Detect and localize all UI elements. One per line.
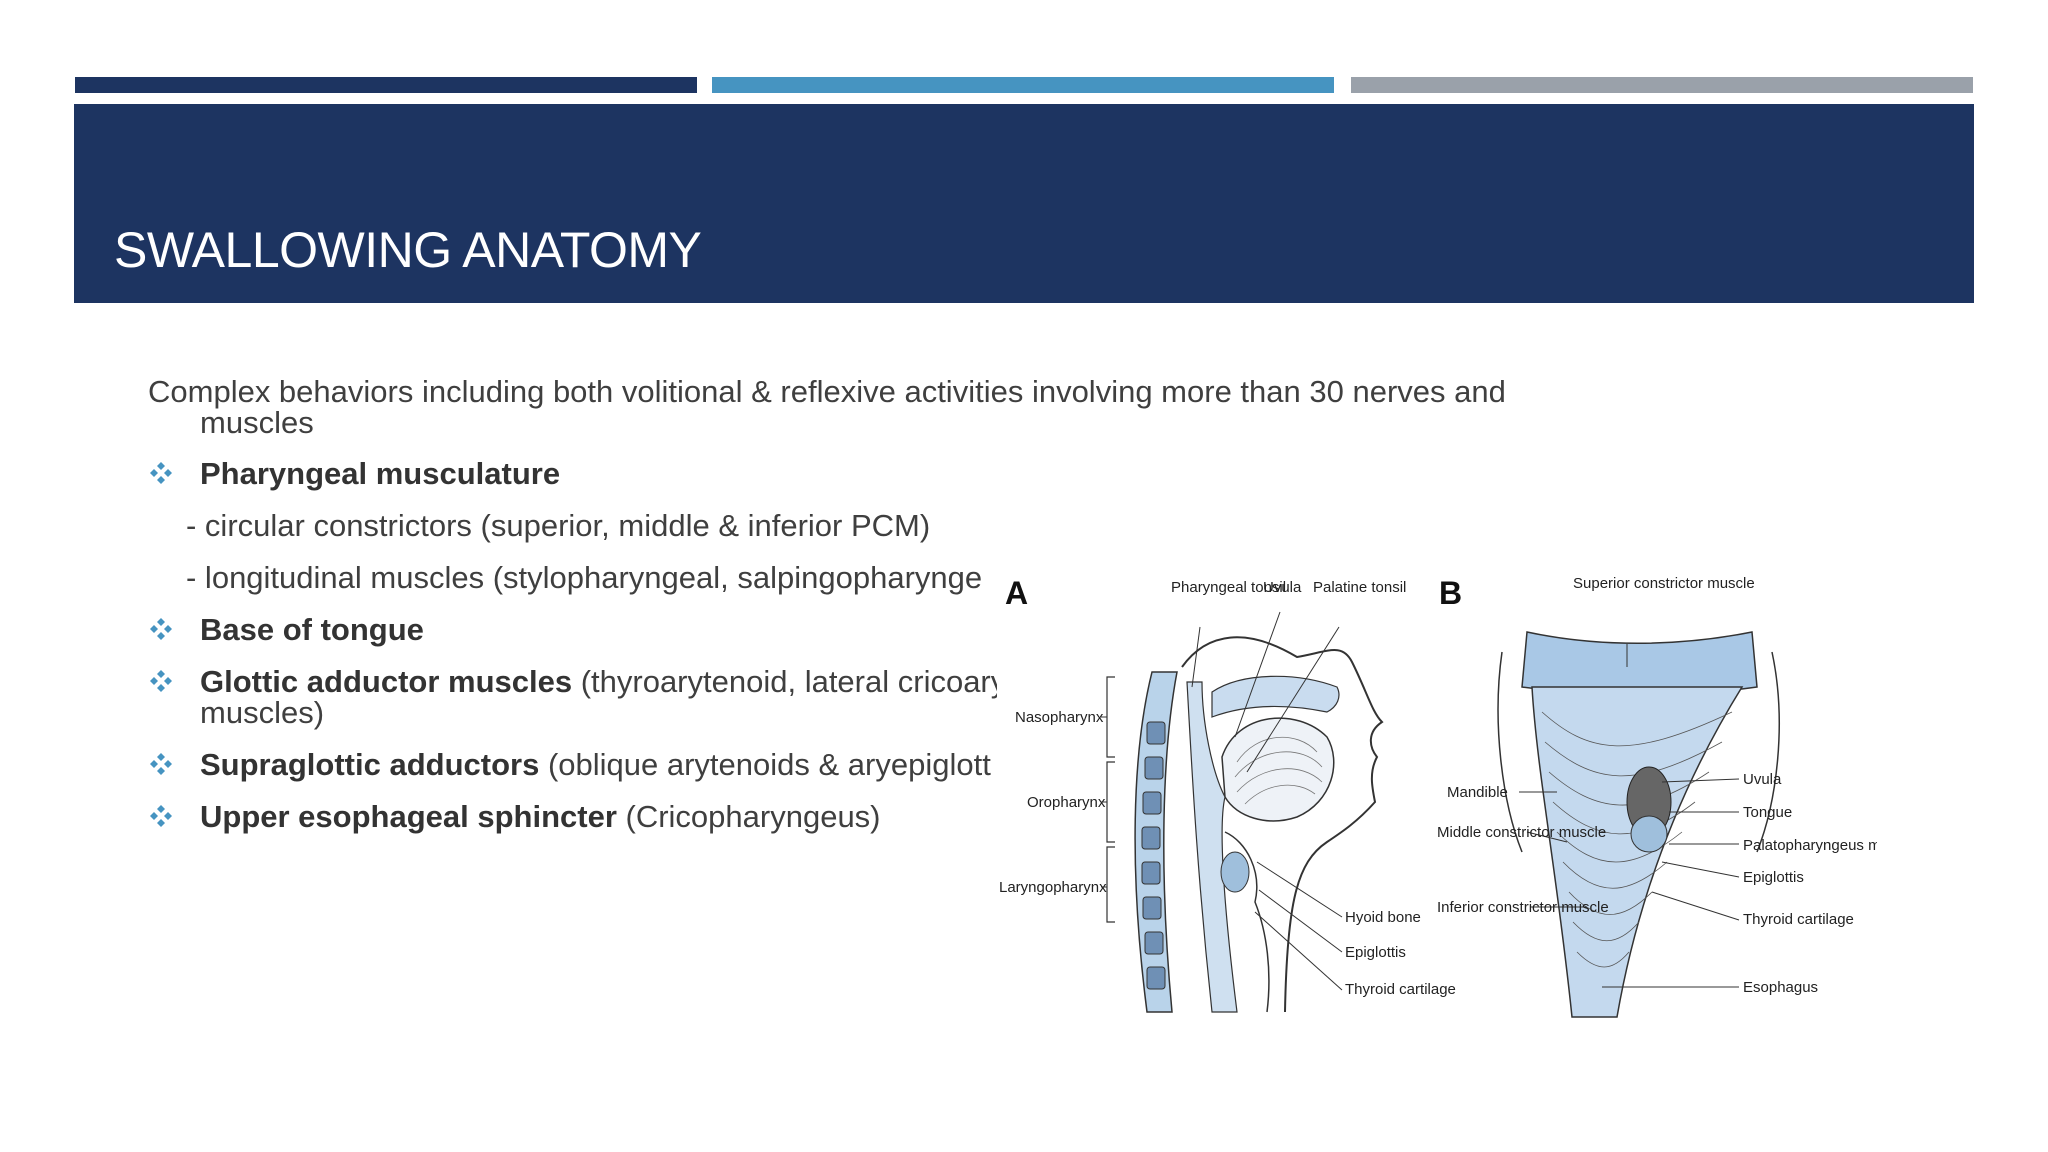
four-diamond-bullet-icon <box>150 462 172 484</box>
bullet-item-glottic: Glottic adductor muscles (thyroarytenoid… <box>148 666 1040 728</box>
label-middle-constrictor: Middle constrictor muscle <box>1437 824 1606 841</box>
accent-bar-blue <box>712 77 1334 93</box>
bullet-item-ues: Upper esophageal sphincter (Cricopharyng… <box>148 801 1508 832</box>
label-thyroid-cartilage-a: Thyroid cartilage <box>1345 981 1456 998</box>
bullet-detail: (Cricopharyngeus) <box>625 799 881 834</box>
bullet-heading: Pharyngeal musculature <box>200 456 561 491</box>
bullet-heading: Upper esophageal sphincter <box>200 799 617 834</box>
label-superior-constrictor: Superior constrictor muscle <box>1573 575 1755 592</box>
anatomy-illustration: A <box>997 572 1877 1032</box>
four-diamond-bullet-icon <box>150 618 172 640</box>
label-oropharynx: Oropharynx <box>1027 794 1106 811</box>
accent-bar-navy <box>75 77 697 93</box>
accent-bar-gray <box>1351 77 1973 93</box>
panel-a-letter: A <box>1005 575 1028 611</box>
label-mandible: Mandible <box>1447 784 1508 801</box>
bullet-item-pharyngeal: Pharyngeal musculature <box>148 458 1508 489</box>
bullet-detail: (oblique arytenoids & aryepiglott <box>547 747 991 782</box>
label-palatopharyngeus: Palatopharyngeus muscle <box>1743 837 1877 854</box>
label-uvula-a: Uvula <box>1263 579 1302 596</box>
label-inferior-constrictor: Inferior constrictor muscle <box>1437 899 1609 916</box>
intro-text: Complex behaviors including both volitio… <box>148 374 1506 440</box>
sub-item-circular: - circular constrictors (superior, middl… <box>186 508 931 543</box>
slide-body: Complex behaviors including both volitio… <box>148 376 1508 853</box>
four-diamond-bullet-icon <box>150 753 172 775</box>
label-palatine-tonsil: Palatine tonsil <box>1313 579 1406 596</box>
title-band: SWALLOWING ANATOMY <box>74 104 1974 303</box>
bullet-item-tongue: Base of tongue <box>148 614 1508 645</box>
label-thyroid-cartilage-b: Thyroid cartilage <box>1743 911 1854 928</box>
four-diamond-bullet-icon <box>150 805 172 827</box>
bullet-item-supraglottic: Supraglottic adductors (oblique arytenoi… <box>148 749 1508 780</box>
bullet-detail: (thyroarytenoid, lateral cricoary muscle… <box>200 664 1007 730</box>
four-diamond-bullet-icon <box>150 670 172 692</box>
label-tongue: Tongue <box>1743 804 1792 821</box>
panel-a-sagittal: A <box>999 575 1456 1013</box>
label-epiglottis-a: Epiglottis <box>1345 944 1406 961</box>
slide-title: SWALLOWING ANATOMY <box>114 222 702 278</box>
label-uvula-b: Uvula <box>1743 771 1782 788</box>
bullet-heading: Supraglottic adductors <box>200 747 540 782</box>
bullet-heading: Glottic adductor muscles <box>200 664 573 699</box>
label-hyoid-bone: Hyoid bone <box>1345 909 1421 926</box>
label-laryngopharynx: Laryngopharynx <box>999 879 1107 896</box>
panel-b-posterior: B <box>1437 575 1877 1018</box>
anatomy-figure: A <box>997 572 1877 1032</box>
label-epiglottis-b: Epiglottis <box>1743 869 1804 886</box>
label-pharyngeal-tonsil: Pharyngeal tonsil <box>1171 579 1286 596</box>
label-esophagus: Esophagus <box>1743 979 1818 996</box>
bullet-heading: Base of tongue <box>200 612 424 647</box>
sub-item-longitudinal: - longitudinal muscles (stylopharyngeal,… <box>186 560 983 595</box>
label-nasopharynx: Nasopharynx <box>1015 709 1104 726</box>
panel-b-letter: B <box>1439 575 1462 611</box>
